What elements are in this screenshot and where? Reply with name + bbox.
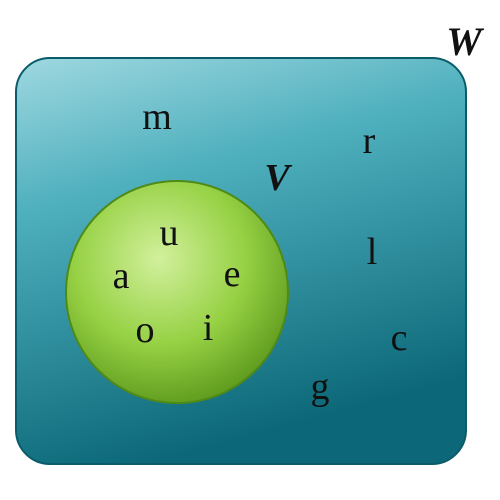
element-o: o bbox=[135, 309, 155, 351]
element-r: r bbox=[362, 120, 376, 162]
element-c: c bbox=[390, 317, 408, 359]
universal-set-label: W bbox=[446, 19, 482, 64]
subset-circle bbox=[65, 180, 289, 404]
element-i: i bbox=[202, 307, 214, 349]
element-l: l bbox=[366, 231, 378, 273]
element-g: g bbox=[310, 366, 330, 408]
element-a: a bbox=[112, 255, 130, 297]
element-e: e bbox=[223, 253, 241, 295]
element-m: m bbox=[142, 96, 172, 138]
subset-label: V bbox=[264, 157, 290, 199]
element-u: u bbox=[159, 212, 179, 254]
